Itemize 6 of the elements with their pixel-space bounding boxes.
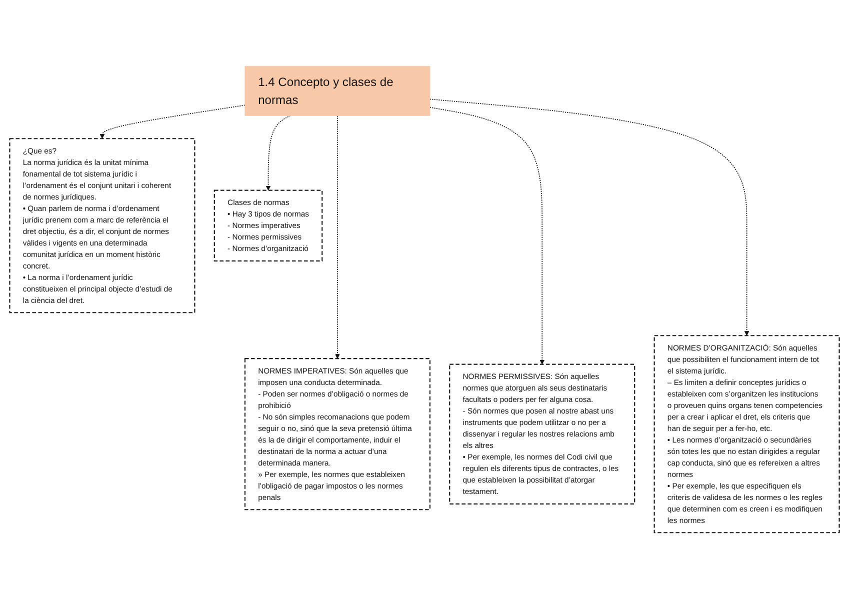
node-box: 1.4 Concepto y clases de normas (244, 66, 430, 116)
arrow (334, 115, 340, 359)
arrow (429, 98, 749, 336)
arrow (99, 104, 245, 139)
arrow (429, 106, 544, 365)
arrow (265, 115, 290, 191)
